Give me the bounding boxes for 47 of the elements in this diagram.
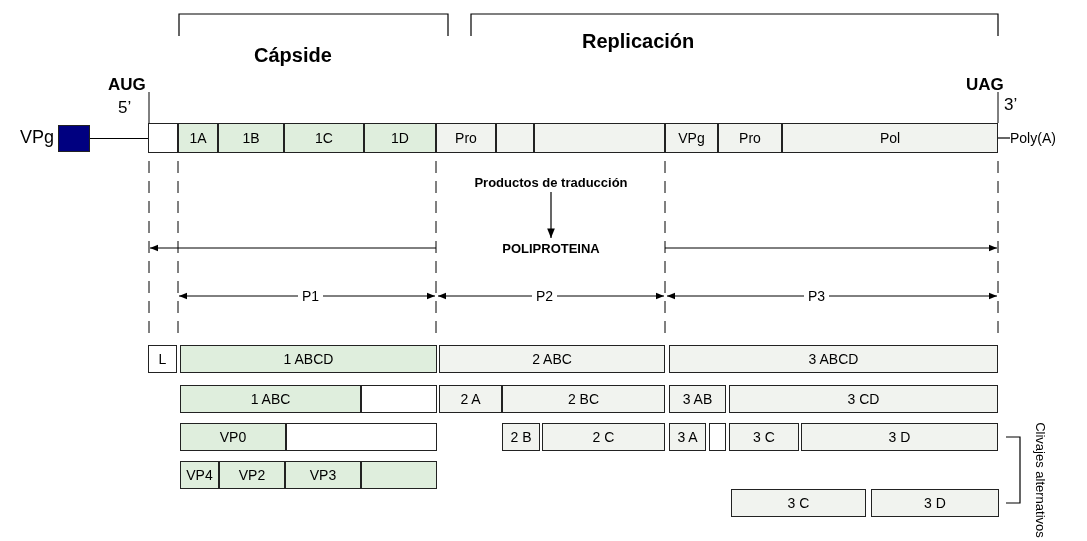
- segment-box: 1B: [218, 123, 284, 153]
- codon-label: AUG: [108, 75, 146, 95]
- segment-box: 1 ABC: [180, 385, 361, 413]
- segment-box: VP2: [219, 461, 285, 489]
- segment-box: 3 C: [729, 423, 799, 451]
- segment-box: VP3: [285, 461, 361, 489]
- connector-line: [89, 137, 149, 140]
- region-label: P3: [804, 288, 830, 304]
- segment-box: 1D: [364, 123, 436, 153]
- segment-box: 2 B: [502, 423, 540, 451]
- segment-box: VP0: [180, 423, 286, 451]
- empty-segment-box: [709, 423, 726, 451]
- segment-box: 3 AB: [669, 385, 726, 413]
- protein-square: [58, 125, 90, 152]
- segment-box: 3 D: [801, 423, 998, 451]
- segment-box: Pro: [718, 123, 782, 153]
- segment-box: 1A: [178, 123, 218, 153]
- end-label: 5’: [118, 98, 132, 118]
- segment-box: Pol: [782, 123, 998, 153]
- section-heading: Cápside: [254, 44, 332, 67]
- segment-box: 1C: [284, 123, 364, 153]
- segment-box: 2 BC: [502, 385, 665, 413]
- section-heading: Replicación: [582, 30, 695, 53]
- label-text: Poly(A): [1010, 128, 1076, 148]
- segment-box: 2 ABC: [439, 345, 665, 373]
- segment-box: 3 C: [731, 489, 866, 517]
- arrow: [547, 191, 555, 239]
- node-caption: VPg: [20, 127, 55, 148]
- codon-label: UAG: [966, 75, 1004, 95]
- segment-box: VP4: [180, 461, 219, 489]
- rotated-label: Clivajes alternativos: [1033, 421, 1048, 540]
- segment-box: Pro: [436, 123, 496, 153]
- segment-box: 3 D: [871, 489, 999, 517]
- label-text: Productos de traducción: [460, 172, 642, 192]
- segment-box: 1 ABCD: [180, 345, 437, 373]
- segment-box: 3 A: [669, 423, 706, 451]
- segment-box: 2 C: [542, 423, 665, 451]
- label-text: POLIPROTEINA: [490, 238, 612, 258]
- segment-box: L: [148, 345, 177, 373]
- region-label: P1: [298, 288, 324, 304]
- connector-line: [997, 137, 1011, 139]
- segment-box: 3 CD: [729, 385, 998, 413]
- segment-box: 3 ABCD: [669, 345, 998, 373]
- segment-box: VPg: [665, 123, 718, 153]
- end-label: 3’: [1004, 95, 1018, 115]
- segment-box: 2 A: [439, 385, 502, 413]
- region-label: P2: [532, 288, 558, 304]
